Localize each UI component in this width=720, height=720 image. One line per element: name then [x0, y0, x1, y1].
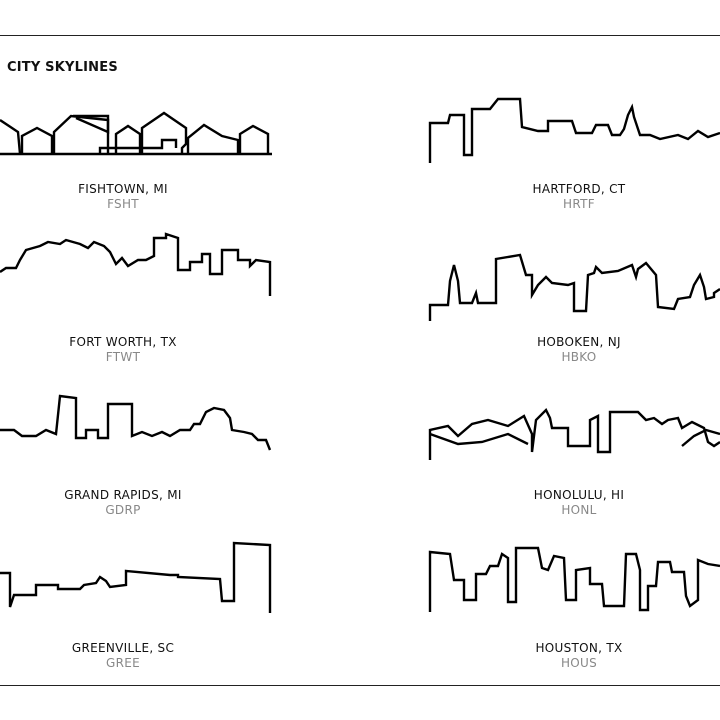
- city-name: FORT WORTH, TX: [69, 335, 177, 349]
- city-code: HBKO: [561, 350, 597, 364]
- city-code: GREE: [105, 656, 140, 670]
- city-label-fishtown: FISHTOWN, MI FSHT: [0, 182, 253, 211]
- city-name: HOUSTON, TX: [535, 641, 623, 655]
- skyline-hartford: [428, 97, 720, 163]
- city-name: HOBOKEN, NJ: [537, 335, 621, 349]
- city-code: GDRP: [105, 503, 141, 517]
- city-label-hartford: HARTFORD, CT HRTF: [449, 182, 709, 211]
- city-code: HRTF: [563, 197, 595, 211]
- bottom-rule: [0, 685, 720, 686]
- page-title: CITY SKYLINES: [7, 60, 118, 75]
- city-label-honolulu: HONOLULU, HI HONL: [449, 488, 709, 517]
- skyline-hoboken: [428, 253, 720, 321]
- city-code: FTWT: [105, 350, 141, 364]
- skyline-honolulu: [428, 407, 720, 460]
- city-name: FISHTOWN, MI: [78, 182, 168, 196]
- skyline-houston: [428, 546, 720, 612]
- city-label-greenville: GREENVILLE, SC GREE: [0, 641, 253, 670]
- city-label-houston: HOUSTON, TX HOUS: [449, 641, 709, 670]
- city-code: HOUS: [560, 656, 598, 670]
- skyline-greenville: [0, 541, 272, 613]
- top-rule: [0, 35, 720, 36]
- skyline-grand-rapids: [0, 394, 272, 451]
- city-code: HONL: [561, 503, 597, 517]
- city-label-fort-worth: FORT WORTH, TX FTWT: [0, 335, 253, 364]
- city-label-grand-rapids: GRAND RAPIDS, MI GDRP: [0, 488, 253, 517]
- city-name: HARTFORD, CT: [532, 182, 626, 196]
- city-name: GREENVILLE, SC: [71, 641, 175, 655]
- skyline-fort-worth: [0, 232, 272, 296]
- city-code: FSHT: [107, 197, 139, 211]
- city-label-hoboken: HOBOKEN, NJ HBKO: [449, 335, 709, 364]
- city-name: HONOLULU, HI: [533, 488, 625, 502]
- skyline-fishtown: [0, 111, 272, 156]
- city-name: GRAND RAPIDS, MI: [64, 488, 182, 502]
